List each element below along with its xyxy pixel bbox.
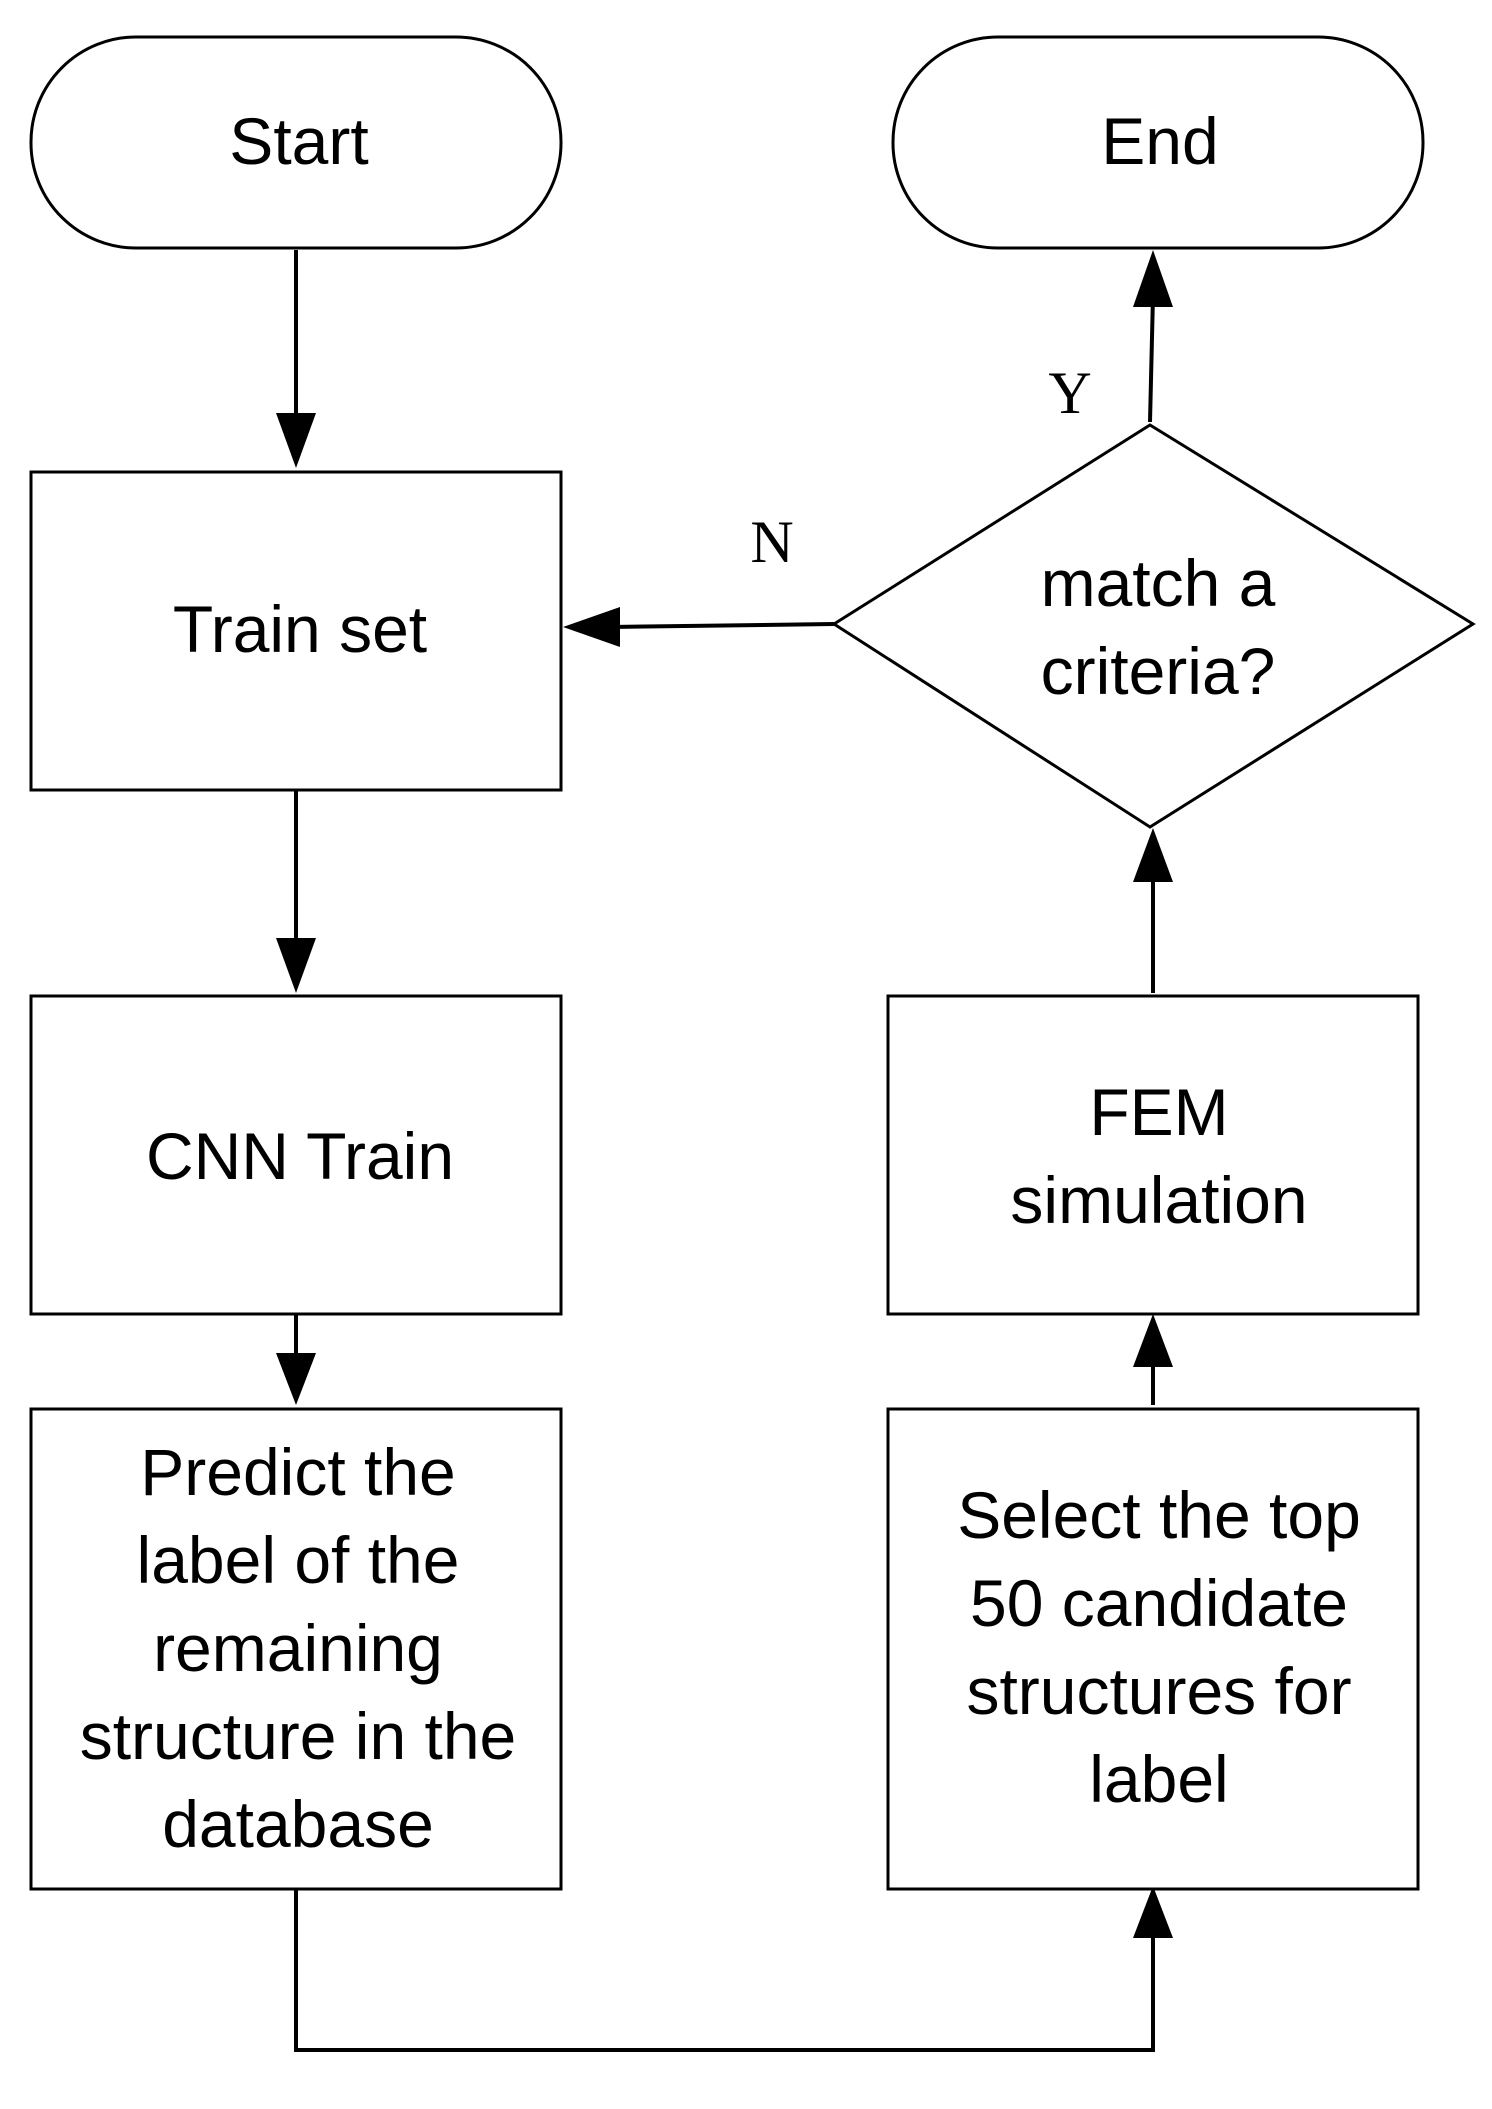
select-label-line-1: Select the top	[957, 1478, 1361, 1552]
decision-label-line-1: match a	[1041, 546, 1276, 620]
train-set-label: Train set	[173, 592, 427, 666]
arrowhead-train-set-loop	[563, 607, 620, 647]
train-set-box	[29, 470, 563, 792]
cnn-train-box	[29, 994, 563, 1316]
decision-label-line-2: criteria?	[1041, 634, 1276, 708]
arrowhead-decision	[1133, 828, 1173, 882]
select-box	[886, 1407, 1420, 1891]
arrowhead-cnn-train	[276, 938, 316, 993]
arrowhead-end	[1133, 250, 1173, 307]
predict-label-line-5: database	[162, 1787, 434, 1861]
predict-label-line-4: structure in the	[80, 1699, 517, 1773]
branch-label-no: N	[750, 509, 793, 575]
edge-predict-to-select	[294, 1890, 1155, 2052]
arrowhead-train-set	[276, 413, 316, 468]
select-label-line-2: 50 candidate	[970, 1566, 1348, 1640]
end-label: End	[1101, 104, 1218, 178]
end-terminal	[891, 35, 1425, 250]
branch-labels: Y N	[750, 360, 1091, 575]
predict-box	[29, 1407, 563, 1891]
cnn-train-label: CNN Train	[146, 1119, 454, 1193]
edge-decision-to-end	[1148, 294, 1155, 423]
start-label: Start	[229, 104, 368, 178]
select-label-line-4: label	[1089, 1742, 1228, 1816]
branch-label-yes: Y	[1048, 360, 1091, 426]
decision-diamond	[831, 423, 1476, 829]
node-labels: Start End Train set CNN Train Predict th…	[80, 104, 1361, 1861]
arrowhead-predict	[276, 1353, 316, 1405]
edge-decision-to-train-set	[609, 622, 835, 629]
fem-box	[886, 994, 1420, 1316]
predict-label-line-3: remaining	[153, 1611, 443, 1685]
nodes	[29, 35, 1476, 1891]
predict-label-line-1: Predict the	[140, 1435, 456, 1509]
arrowhead-select	[1133, 1886, 1173, 1938]
predict-label-line-2: label of the	[137, 1523, 460, 1597]
arrowhead-fem	[1133, 1314, 1173, 1367]
fem-label-line-2: simulation	[1010, 1163, 1307, 1237]
start-terminal	[29, 35, 563, 250]
fem-label-line-1: FEM	[1089, 1075, 1228, 1149]
connectors	[276, 250, 1173, 2052]
select-label-line-3: structures for	[966, 1654, 1351, 1728]
